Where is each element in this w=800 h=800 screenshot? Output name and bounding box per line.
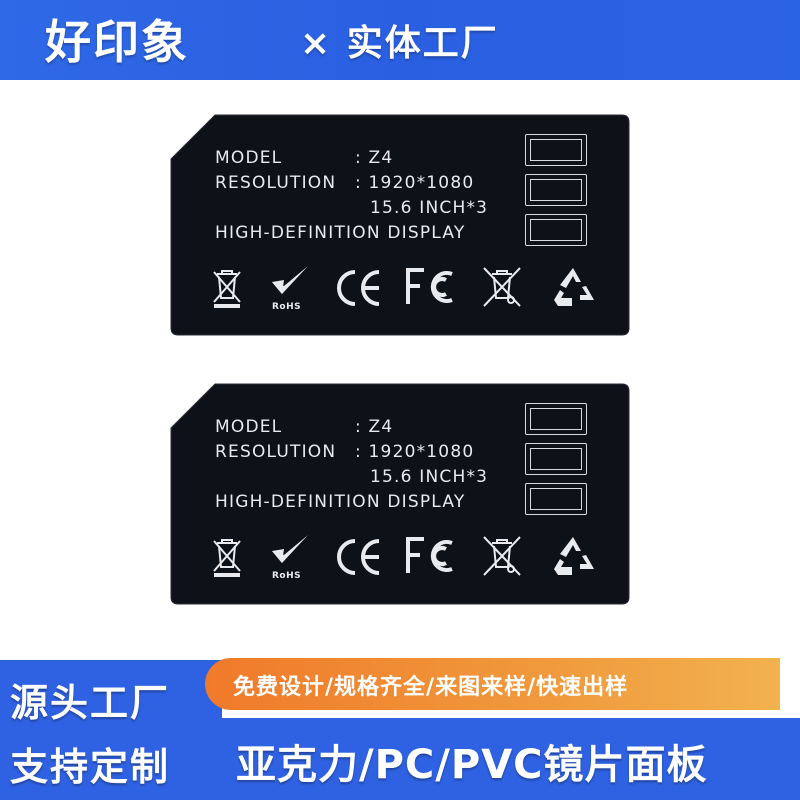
ce-mark-icon [337, 539, 380, 575]
size-value: 15.6 INCH*3 [370, 198, 489, 218]
recycle-icon [554, 268, 594, 306]
weee-bin-crossed-icon [483, 536, 521, 576]
tagline: × 实体工厂 [300, 23, 499, 64]
label-plate [170, 383, 630, 605]
rohs-check-icon [272, 266, 308, 294]
window-box [525, 174, 587, 206]
fcc-mark-icon [406, 268, 453, 304]
features-text: 免费设计/规格齐全/来图来样/快速出样 [233, 675, 629, 700]
resolution-key: RESOLUTION [215, 442, 337, 462]
materials-text: 亚克力/PC/PVC镜片面板 [236, 742, 708, 788]
recycle-icon [554, 537, 594, 575]
product-label-2: MODEL : Z4 RESOLUTION : 1920*1080 15.6 INC… [170, 383, 630, 605]
rohs-label: RoHS [272, 571, 302, 581]
display-line: HIGH-DEFINITION DISPLAY [215, 223, 466, 243]
model-value: : Z4 [355, 417, 394, 437]
window-boxes [525, 134, 587, 254]
product-label-1: MODEL : Z4 RESOLUTION : 1920*1080 15.6 INC… [170, 114, 630, 336]
rohs-label: RoHS [272, 302, 302, 312]
label-plate [170, 114, 630, 336]
factory-line-2: 支持定制 [10, 745, 171, 789]
model-value: : Z4 [355, 148, 394, 168]
window-box [525, 214, 587, 246]
resolution-value: : 1920*1080 [355, 442, 475, 462]
footer-banner: 源头工厂 支持定制 免费设计/规格齐全/来图来样/快速出样 亚克力/PC/PVC… [0, 640, 800, 800]
top-banner: 好印象 × 实体工厂 [0, 0, 800, 80]
certification-icons: RoHS [208, 533, 608, 583]
features-bar: 免费设计/规格齐全/来图来样/快速出样 [205, 658, 780, 710]
window-box [525, 483, 587, 515]
size-value: 15.6 INCH*3 [370, 467, 489, 487]
fcc-mark-icon [406, 537, 453, 573]
factory-line-1: 源头工厂 [10, 681, 171, 725]
window-box [525, 134, 587, 166]
model-key: MODEL [215, 148, 283, 168]
resolution-value: : 1920*1080 [355, 173, 475, 193]
ce-mark-icon [337, 270, 380, 306]
window-box [525, 443, 587, 475]
resolution-key: RESOLUTION [215, 173, 337, 193]
window-boxes [525, 403, 587, 523]
certification-icons: RoHS [208, 264, 608, 314]
model-key: MODEL [215, 417, 283, 437]
rohs-check-icon [272, 535, 308, 563]
weee-bin-crossed-icon [483, 267, 521, 307]
brand-title: 好印象 [45, 15, 189, 69]
factory-block: 源头工厂 支持定制 [0, 660, 222, 800]
window-box [525, 403, 587, 435]
weee-bin-icon [213, 539, 241, 577]
weee-bin-icon [213, 270, 241, 308]
materials-bar: 亚克力/PC/PVC镜片面板 [222, 718, 800, 800]
display-line: HIGH-DEFINITION DISPLAY [215, 492, 466, 512]
